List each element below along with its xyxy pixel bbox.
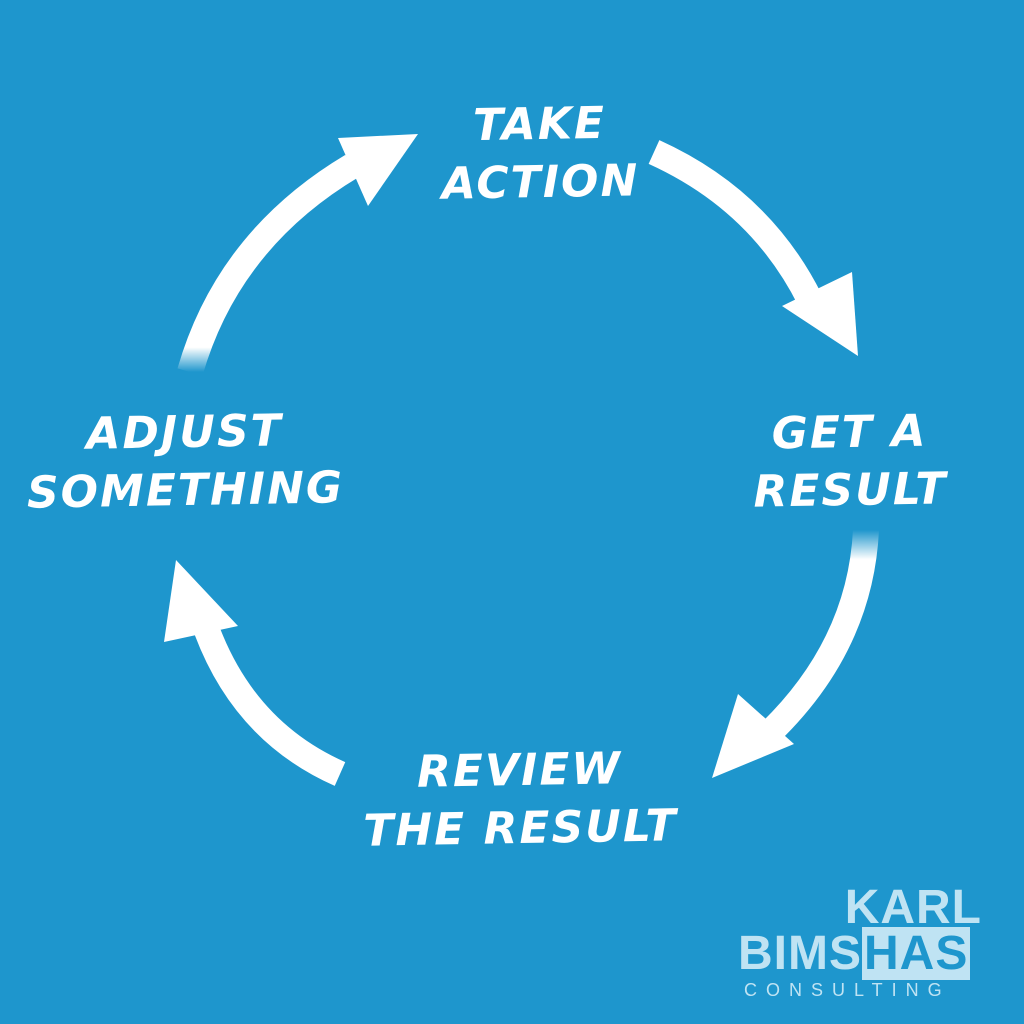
step-get-result-line2: result [753,463,948,518]
step-take-action-line2: action [441,155,640,210]
logo-line-bimshas-part1: BIMS [738,927,862,980]
step-take-action-line1: Take [472,97,607,152]
arrow-result-to-review [712,529,879,778]
step-get-result: Get a result [699,401,1001,522]
logo-line-karl: KARL [844,881,982,934]
step-get-result-line1: Get a [771,405,928,460]
logo-line-bimshas-boxed: HAS [862,927,971,980]
logo-line-bimshas: BIMSHAS [738,927,971,980]
step-adjust-something-line1: Adjust [85,405,284,460]
step-adjust-something: Adjust Something [9,401,361,523]
step-review-result: Review the result [329,739,711,862]
step-review-result-line2: the result [362,800,679,857]
arrow-adjust-to-take-action [177,134,418,376]
step-adjust-something-line2: Something [26,462,345,519]
arrow-review-to-adjust [164,560,346,786]
step-take-action: Take action [379,93,701,215]
logo-line-consulting: CONSULTING [744,980,951,1000]
step-review-result-line1: Review [416,743,623,798]
company-logo: KARL BIMSHAS CONSULTING [738,884,998,1004]
arrow-take-action-to-result [648,140,858,356]
